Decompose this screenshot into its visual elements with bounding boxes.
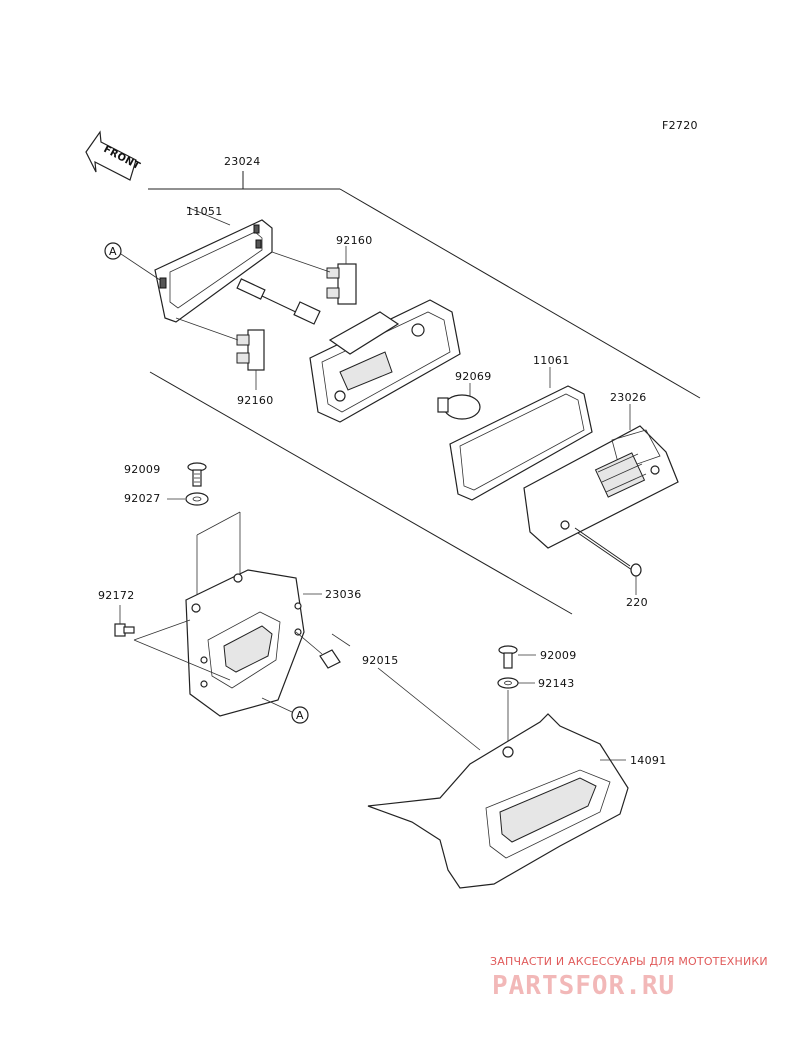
- front-arrow-icon: FRONT: [85, 130, 142, 181]
- assembly-outline: [148, 171, 701, 615]
- cover-14091: [367, 713, 629, 889]
- gasket-11061: [449, 367, 593, 501]
- bulb-wiring: [236, 278, 321, 325]
- part-11061: 11061: [533, 354, 570, 367]
- bracket-plate-11051: [154, 206, 273, 323]
- diagram-code: F2720: [662, 119, 698, 132]
- ref-a-top-label: A: [109, 245, 117, 258]
- part-92160-top: 92160: [336, 234, 373, 247]
- part-14091: 14091: [630, 754, 667, 767]
- socket-92160-bottom: [175, 317, 265, 390]
- part-92027: 92027: [124, 492, 161, 505]
- screw-220: [574, 527, 642, 595]
- tail-light-housing: [309, 299, 461, 423]
- part-23026: 23026: [610, 391, 647, 404]
- part-92160-bottom: 92160: [237, 394, 274, 407]
- part-92015: 92015: [362, 654, 399, 667]
- clip-nut: [295, 631, 341, 669]
- bulb-92069: [437, 383, 481, 420]
- part-92143: 92143: [538, 677, 575, 690]
- lens-grid: [594, 452, 647, 498]
- part-23036: 23036: [325, 588, 362, 601]
- part-220: 220: [626, 596, 648, 609]
- socket-92160-top: [271, 246, 357, 305]
- part-92009-top: 92009: [124, 463, 161, 476]
- watermark-caption: ЗАПЧАСТИ И АКСЕССУАРЫ ДЛЯ МОТОТЕХНИКИ: [490, 955, 768, 968]
- bolt-92009-top: [187, 462, 207, 487]
- bolt-92172: [114, 605, 231, 681]
- part-23024: 23024: [224, 155, 261, 168]
- part-92172: 92172: [98, 589, 135, 602]
- watermark: ЗАПЧАСТИ И АКСЕССУАРЫ ДЛЯ МОТОТЕХНИКИ PA…: [490, 955, 768, 1001]
- watermark-brand: PARTSFOR.RU: [492, 971, 675, 1001]
- bolt-92009-bottom: [498, 645, 536, 669]
- washer-92143: [497, 677, 535, 746]
- bracket-23036: [185, 569, 322, 717]
- washer-92027: [167, 492, 209, 506]
- part-11051: 11051: [186, 205, 223, 218]
- lens-23026: [523, 404, 679, 549]
- ref-marker-a-bottom: A: [261, 697, 309, 724]
- ref-a-bottom-label: A: [296, 709, 304, 722]
- part-92069: 92069: [455, 370, 492, 383]
- part-92009-bottom: 92009: [540, 649, 577, 662]
- leader-92015: [331, 633, 481, 751]
- ref-marker-a-top: A: [104, 242, 161, 281]
